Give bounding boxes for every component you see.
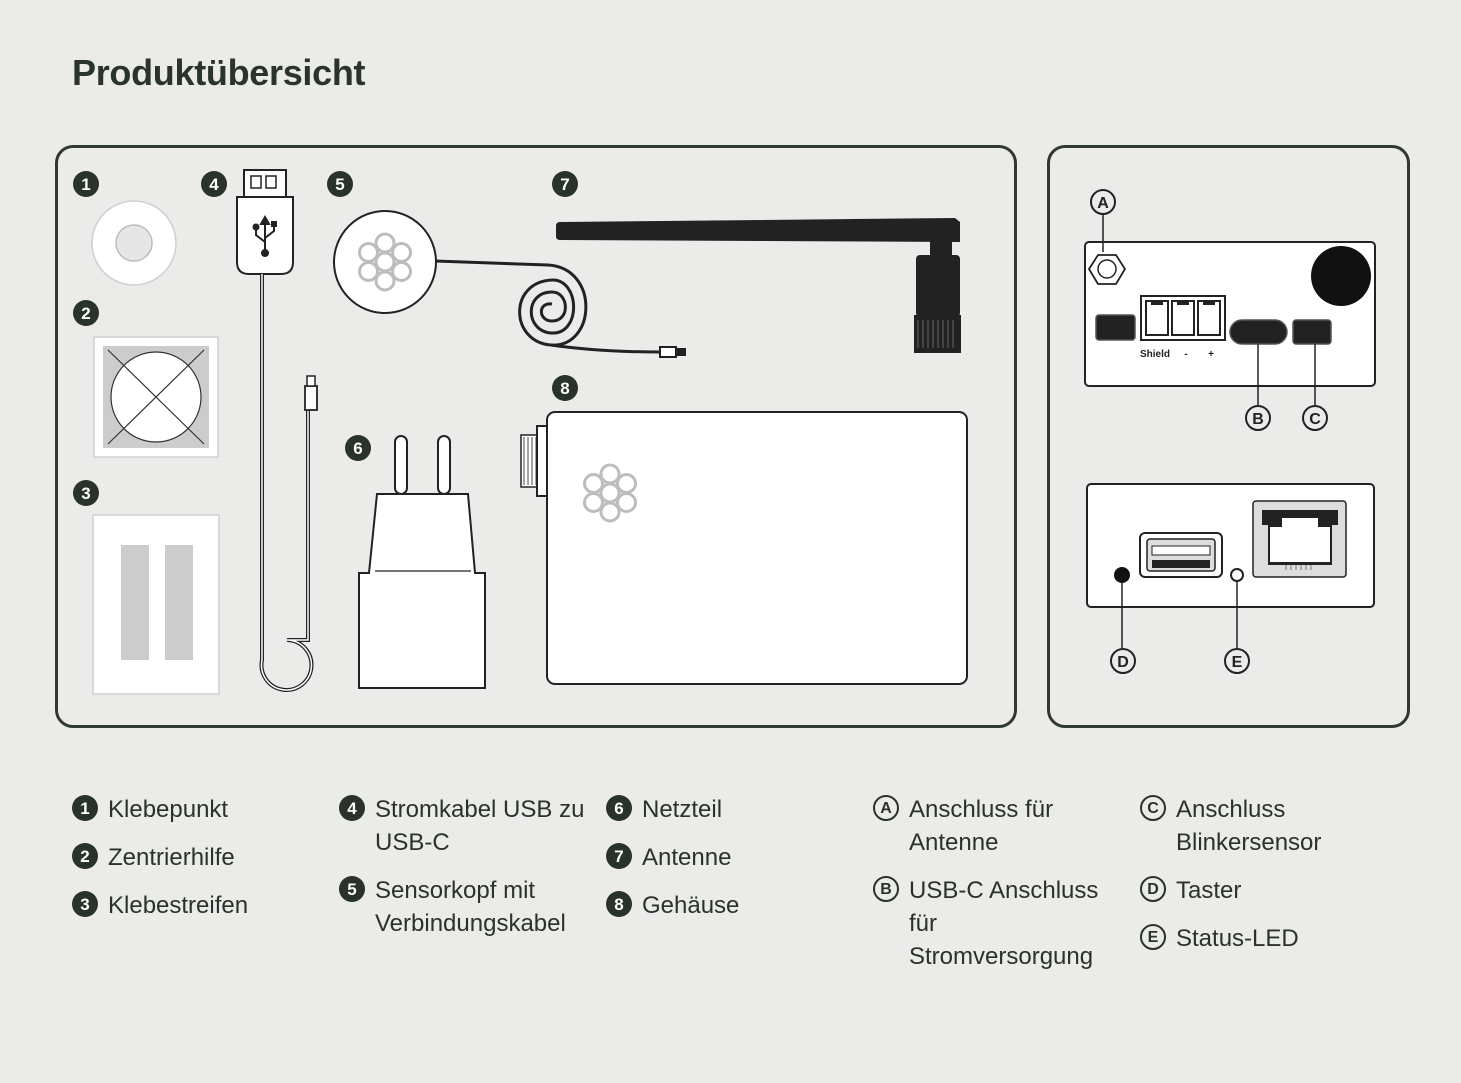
legend-column-2: 4 Stromkabel USB zu USB-C 5 Sensorkopf m… xyxy=(339,793,589,955)
legend-number-badge: 4 xyxy=(339,795,365,821)
legend-item: 2 Zentrierhilfe xyxy=(72,841,302,874)
legend-item: A Anschluss für Antenne xyxy=(873,793,1123,859)
adhesive-strips xyxy=(92,514,220,695)
svg-text:6: 6 xyxy=(353,439,362,458)
page-title: Produktübersicht xyxy=(72,52,366,93)
legend-column-3: 6 Netzteil 7 Antenne 8 Gehäuse xyxy=(606,793,836,937)
legend-number-badge: 7 xyxy=(606,843,632,869)
svg-text:A: A xyxy=(1097,195,1109,212)
legend-label: Anschluss Blinkersensor xyxy=(1176,796,1322,856)
callout-7: 7 xyxy=(552,171,578,197)
legend-item: D Taster xyxy=(1140,874,1370,907)
callout-3: 3 xyxy=(73,480,99,506)
plus-label: + xyxy=(1208,349,1214,360)
legend-item: 8 Gehäuse xyxy=(606,889,836,922)
device-rear-face xyxy=(1086,483,1375,648)
legend-number-badge: 3 xyxy=(72,891,98,917)
svg-text:7: 7 xyxy=(560,175,569,194)
legend-letter-badge: A xyxy=(873,795,899,821)
legend-label: Sensorkopf mit Verbindungskabel xyxy=(375,877,566,937)
callout-c: C xyxy=(1302,405,1328,431)
round-sensor-opening xyxy=(1311,246,1371,306)
legend-letter-badge: C xyxy=(1140,795,1166,821)
usb-a-port xyxy=(1139,532,1223,578)
legend-label: USB-C Anschluss für Stromversorgung xyxy=(909,877,1099,970)
legend-label: Netzteil xyxy=(642,796,723,823)
usb-cable xyxy=(236,169,318,692)
legend-number-badge: 1 xyxy=(72,795,98,821)
callout-5: 5 xyxy=(327,171,353,197)
legend-label: Anschluss für Antenne xyxy=(909,796,1054,856)
legend-letter-badge: B xyxy=(873,876,899,902)
svg-text:D: D xyxy=(1117,654,1129,671)
svg-text:B: B xyxy=(1252,411,1264,428)
legend-column-4: A Anschluss für Antenne B USB-C Anschlus… xyxy=(873,793,1123,988)
svg-text:E: E xyxy=(1232,654,1243,671)
legend-number-badge: 5 xyxy=(339,876,365,902)
usb-symbol-icon xyxy=(252,214,277,257)
svg-text:4: 4 xyxy=(209,175,219,194)
callout-b: B xyxy=(1245,405,1271,431)
antenna xyxy=(556,218,961,353)
callout-a: A xyxy=(1090,189,1116,215)
status-led xyxy=(1230,568,1244,582)
svg-text:3: 3 xyxy=(81,484,90,503)
button-hole xyxy=(1114,567,1130,583)
callout-d: D xyxy=(1110,648,1136,674)
legend-item: B USB-C Anschluss für Stromversorgung xyxy=(873,874,1123,973)
shield-label: Shield xyxy=(1140,349,1170,360)
legend-label: Status-LED xyxy=(1176,925,1299,952)
adhesive-dot xyxy=(91,200,177,286)
legend-label: Antenne xyxy=(642,844,732,871)
legend-label: Taster xyxy=(1176,877,1242,904)
svg-text:2: 2 xyxy=(81,304,90,323)
callout-4: 4 xyxy=(201,171,227,197)
legend-label: Klebepunkt xyxy=(108,796,229,823)
svg-text:8: 8 xyxy=(560,379,569,398)
legend-number-badge: 2 xyxy=(72,843,98,869)
legend-label: Stromkabel USB zu USB-C xyxy=(375,796,585,856)
legend-item: 6 Netzteil xyxy=(606,793,836,826)
callout-1: 1 xyxy=(73,171,99,197)
legend-item: 3 Klebestreifen xyxy=(72,889,302,922)
svg-text:1: 1 xyxy=(81,175,90,194)
legend-item: E Status-LED xyxy=(1140,922,1370,955)
antenna-connector xyxy=(1087,254,1127,285)
legend-letter-badge: D xyxy=(1140,876,1166,902)
minus-label: - xyxy=(1184,349,1187,360)
svg-text:C: C xyxy=(1309,411,1321,428)
terminal-block xyxy=(1140,295,1226,341)
legend-number-badge: 8 xyxy=(606,891,632,917)
legend-label: Klebestreifen xyxy=(108,892,249,919)
callout-8: 8 xyxy=(552,375,578,401)
blinker-sensor-port xyxy=(1292,319,1332,345)
usb-c-port xyxy=(1229,319,1288,345)
centering-aid xyxy=(93,336,219,458)
svg-text:5: 5 xyxy=(335,175,344,194)
legend-item: C Anschluss Blinkersensor xyxy=(1140,793,1370,859)
callout-e: E xyxy=(1224,648,1250,674)
ethernet-port xyxy=(1252,500,1347,578)
callout-2: 2 xyxy=(73,300,99,326)
legend-item: 1 Klebepunkt xyxy=(72,793,302,826)
legend-item: 4 Stromkabel USB zu USB-C xyxy=(339,793,589,859)
device-front-face: Shield - + xyxy=(1084,214,1376,405)
legend-column-1: 1 Klebepunkt 2 Zentrierhilfe 3 Klebestre… xyxy=(72,793,302,937)
legend-number-badge: 6 xyxy=(606,795,632,821)
legend-letter-badge: E xyxy=(1140,924,1166,950)
device-housing xyxy=(520,411,968,685)
sensor-head xyxy=(333,210,686,358)
callout-6: 6 xyxy=(345,435,371,461)
legend-column-5: C Anschluss Blinkersensor D Taster E Sta… xyxy=(1140,793,1370,970)
legend-item: 5 Sensorkopf mit Verbindungskabel xyxy=(339,874,589,940)
legend-label: Gehäuse xyxy=(642,892,740,919)
legend-item: 7 Antenne xyxy=(606,841,836,874)
legend-label: Zentrierhilfe xyxy=(108,844,235,871)
power-adapter xyxy=(358,435,486,689)
left-port xyxy=(1095,314,1136,341)
